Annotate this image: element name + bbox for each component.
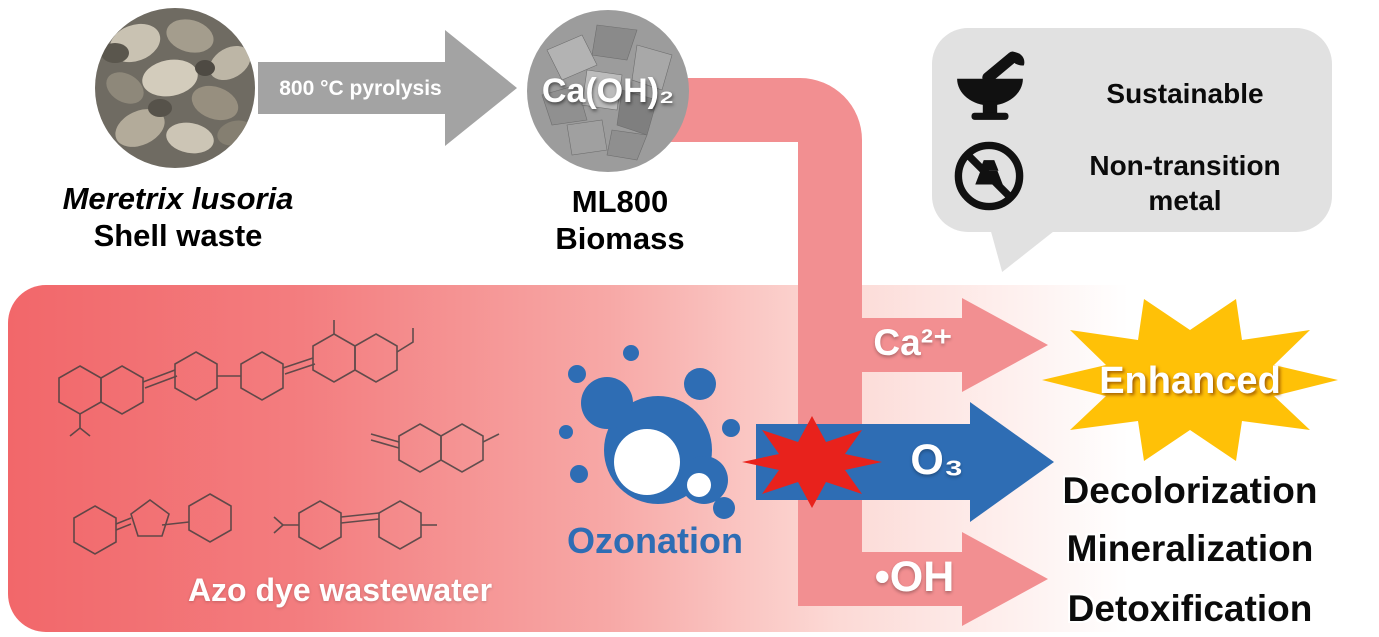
non-transition-metal-label: Non-transition metal	[1050, 148, 1320, 218]
shell-photo-art	[95, 8, 255, 168]
caoh2-label: Ca(OH)₂	[541, 72, 675, 110]
shell-species-label: Meretrix lusoria	[62, 181, 294, 216]
outcome-decolorization: Decolorization	[1062, 470, 1318, 511]
caoh2-sem-photo: Ca(OH)₂	[527, 10, 689, 172]
non-transition-line2: metal	[1148, 185, 1222, 216]
product-caption: ML800 Biomass	[520, 183, 720, 257]
sustainable-label: Sustainable	[1106, 78, 1264, 109]
outcome-mineralization: Mineralization	[1066, 528, 1314, 569]
ozonation-label: Ozonation	[567, 520, 743, 561]
ml800-label: ML800	[571, 184, 669, 219]
shell-caption: Meretrix lusoria Shell waste	[18, 180, 338, 254]
calcium-ion-label: Ca²⁺	[873, 322, 953, 363]
hydroxyl-label: •OH	[874, 553, 955, 601]
outcome-detoxification: Detoxification	[1067, 588, 1313, 629]
biomass-label: Biomass	[555, 221, 685, 257]
sem-texture	[527, 10, 689, 172]
mortar-pestle-icon	[957, 51, 1025, 120]
pyrolysis-label: 800 °C pyrolysis	[279, 77, 442, 100]
shell-waste-label: Shell waste	[93, 218, 263, 254]
wastewater-label: Azo dye wastewater	[187, 572, 493, 608]
ozone-label: O₃	[910, 436, 964, 484]
enhanced-label: Enhanced	[1099, 360, 1281, 402]
non-transition-line1: Non-transition	[1089, 150, 1281, 181]
shell-photo	[95, 8, 255, 168]
no-transition-metal-icon	[954, 141, 1024, 211]
